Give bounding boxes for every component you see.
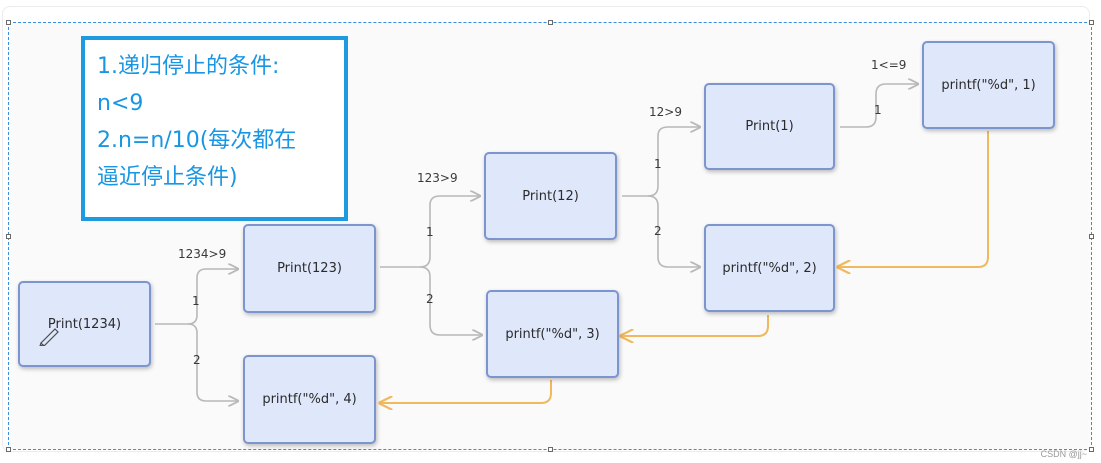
branch-1234-to-123	[155, 269, 238, 325]
branch-label-2: 2	[654, 224, 662, 238]
branch-123-to-printf3	[419, 266, 482, 335]
resize-handle-bottom-left[interactable]	[6, 447, 11, 452]
watermark: CSDN @jj~	[1040, 449, 1087, 459]
node-print-12[interactable]: Print(12)	[484, 152, 617, 240]
recursion-conditions-note[interactable]: 1.递归停止的条件: n<9 2.n=n/10(每次都在 逼近停止条件)	[81, 36, 348, 221]
branch-label-1: 1	[192, 294, 200, 308]
return-printf3-to-printf4	[380, 380, 552, 403]
node-printf-3[interactable]: printf("%d", 3)	[486, 290, 619, 378]
branch-12-to-printf2	[647, 195, 700, 267]
node-print-1234[interactable]: Print(1234)	[18, 281, 151, 367]
node-print-1[interactable]: Print(1)	[704, 83, 835, 170]
node-label: printf("%d", 1)	[941, 77, 1036, 93]
node-print-123[interactable]: Print(123)	[243, 224, 376, 313]
resize-handle-middle-right[interactable]	[1089, 234, 1094, 239]
node-label: Print(123)	[277, 261, 342, 276]
branch-123-to-12	[380, 196, 480, 268]
branch-label-1: 1	[874, 103, 882, 117]
condition-label-12: 12>9	[649, 105, 682, 119]
resize-handle-top-right[interactable]	[1089, 20, 1094, 25]
node-printf-1[interactable]: printf("%d", 1)	[922, 41, 1055, 129]
node-label: Print(1234)	[47, 316, 122, 332]
condition-label-1: 1<=9	[871, 58, 907, 72]
node-label: printf("%d", 4)	[262, 392, 357, 407]
pen-cursor-icon	[39, 328, 59, 346]
condition-label-123: 123>9	[417, 171, 458, 185]
resize-handle-top-left[interactable]	[6, 20, 11, 25]
node-label: Print(12)	[522, 188, 579, 204]
node-label: printf("%d", 2)	[722, 260, 817, 276]
resize-handle-bottom-middle[interactable]	[548, 447, 553, 452]
branch-label-2: 2	[426, 292, 434, 306]
return-printf1-to-printf2	[838, 131, 989, 267]
node-label: printf("%d", 3)	[505, 326, 600, 342]
note-line-2: n<9	[97, 91, 144, 116]
node-printf-2[interactable]: printf("%d", 2)	[704, 224, 835, 312]
resize-handle-middle-left[interactable]	[6, 234, 11, 239]
condition-label-1234: 1234>9	[178, 247, 227, 261]
resize-handle-bottom-right[interactable]	[1089, 447, 1094, 452]
branch-1-to-printf1	[840, 84, 918, 128]
note-line-3: 2.n=n/10(每次都在	[97, 128, 297, 153]
note-line-4: 逼近停止条件)	[97, 165, 238, 190]
branch-label-1: 1	[654, 157, 662, 171]
branch-label-1: 1	[426, 225, 434, 239]
branch-12-to-1	[622, 127, 700, 197]
branch-label-2: 2	[193, 353, 201, 367]
node-label: Print(1)	[745, 119, 794, 134]
branch-1234-to-printf4	[187, 323, 238, 401]
node-printf-4[interactable]: printf("%d", 4)	[243, 355, 376, 444]
return-printf2-to-printf3	[621, 315, 769, 336]
note-line-1: 1.递归停止的条件:	[97, 54, 280, 79]
resize-handle-top-middle[interactable]	[548, 20, 553, 25]
